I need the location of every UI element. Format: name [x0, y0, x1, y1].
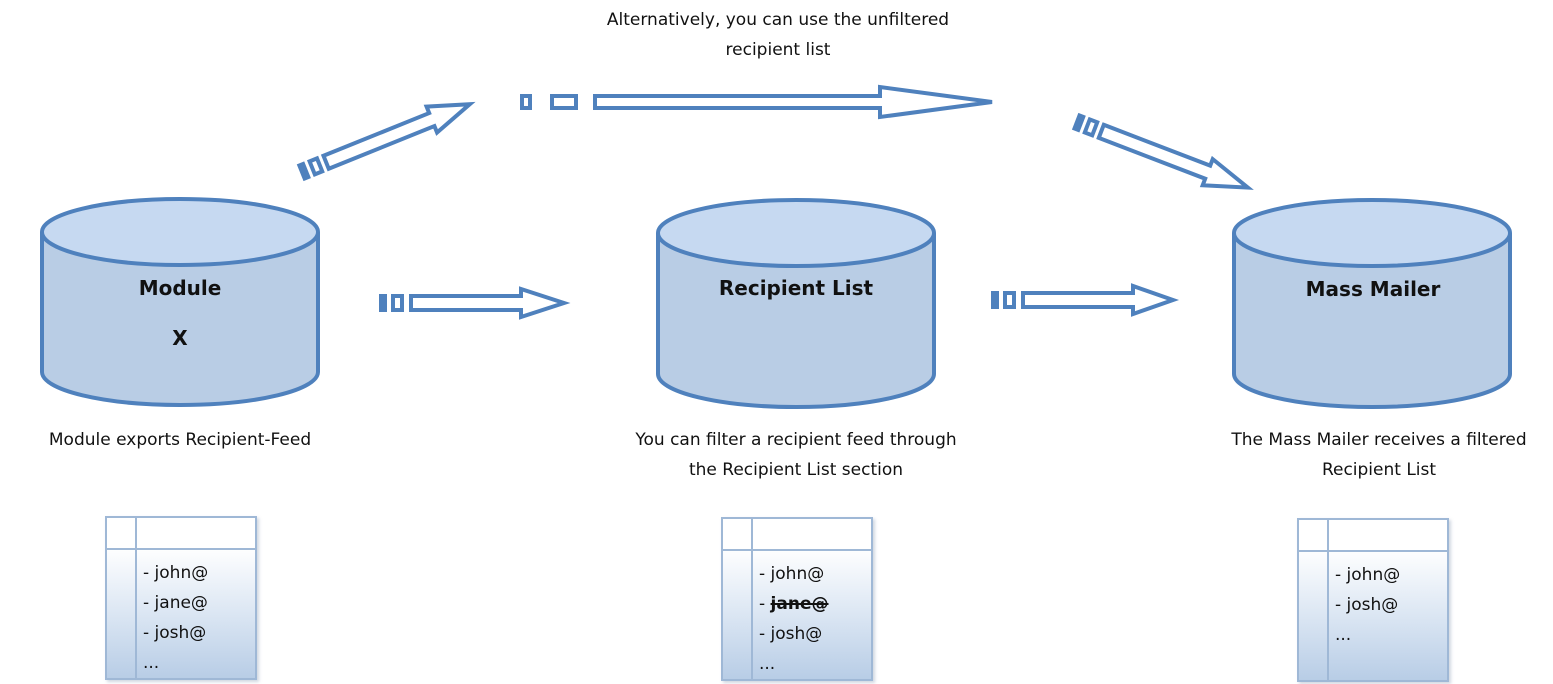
- table-divider: [1327, 520, 1329, 680]
- filtered-recipient-table: - john@- jane@- josh@...: [721, 517, 873, 681]
- module-caption: Module exports Recipient-Feed: [20, 425, 340, 455]
- recipient-email: ...: [143, 653, 160, 673]
- recipient-items: - john@- josh@...: [1335, 560, 1400, 650]
- table-header: [107, 518, 255, 550]
- list-item-prefix: -: [143, 563, 155, 583]
- list-item: ...: [759, 649, 828, 679]
- recipient-list-caption: You can filter a recipient feed through …: [596, 425, 996, 485]
- mass-mailer-recipient-table: - john@- josh@...: [1297, 518, 1449, 682]
- recipient-email: john@: [770, 564, 825, 584]
- module-sublabel: X: [172, 326, 188, 350]
- list-item: ...: [1335, 620, 1400, 650]
- bypass-caption-line-2: recipient list: [725, 40, 831, 60]
- recipient-items: - john@- jane@- josh@...: [143, 558, 208, 678]
- list-item-prefix: -: [759, 594, 771, 614]
- recipient-email: josh@: [1346, 595, 1399, 615]
- table-header: [1299, 520, 1447, 552]
- recipient-feed-table: - john@- jane@- josh@...: [105, 516, 257, 680]
- bypass-caption-line-1: Alternatively, you can use the unfiltere…: [606, 10, 950, 30]
- list-item: - josh@: [1335, 590, 1400, 620]
- list-item: - josh@: [759, 619, 828, 649]
- mass-mailer-caption-line-1: The Mass Mailer receives a filtered: [1231, 430, 1527, 450]
- recipient-email: john@: [154, 563, 209, 583]
- module-label: Module: [138, 276, 222, 300]
- list-item: - jane@: [759, 589, 828, 619]
- recipient-list-caption-line-2: the Recipient List section: [688, 460, 904, 480]
- cylinder-mass-mailer: [1232, 198, 1512, 409]
- list-item-prefix: -: [1335, 595, 1347, 615]
- recipient-email: josh@: [154, 623, 207, 643]
- recipient-email: josh@: [770, 624, 823, 644]
- list-item: - josh@: [143, 618, 208, 648]
- mass-mailer-caption: The Mass Mailer receives a filtered Reci…: [1199, 425, 1553, 485]
- struck-recipient-email: jane@: [770, 594, 829, 614]
- module-caption-line-1: Module exports Recipient-Feed: [48, 430, 312, 450]
- recipient-items: - john@- jane@- josh@...: [759, 559, 828, 679]
- arrow-module-to-recipient-list: [379, 286, 571, 320]
- list-item-prefix: -: [143, 623, 155, 643]
- list-item: - john@: [1335, 560, 1400, 590]
- list-item: - john@: [143, 558, 208, 588]
- mass-mailer-label: Mass Mailer: [1305, 277, 1441, 301]
- arrow-bypass-horizontal: [520, 84, 993, 120]
- recipient-list-label: Recipient List: [718, 276, 874, 300]
- list-item: - john@: [759, 559, 828, 589]
- arrow-module-to-bypass: [296, 101, 476, 182]
- table-header: [723, 519, 871, 551]
- list-item: ...: [143, 648, 208, 678]
- arrow-bypass-to-mass-mailer: [1071, 112, 1254, 190]
- cylinder-module: [40, 197, 320, 407]
- list-item: - jane@: [143, 588, 208, 618]
- recipient-list-caption-line-1: You can filter a recipient feed through: [635, 430, 957, 450]
- list-item-prefix: -: [1335, 565, 1347, 585]
- mass-mailer-caption-line-2: Recipient List: [1321, 460, 1437, 480]
- list-item-prefix: -: [759, 624, 771, 644]
- cylinder-recipient-list: [656, 198, 936, 409]
- arrow-recipient-list-to-mass-mailer: [991, 283, 1180, 317]
- recipient-email: ...: [759, 654, 776, 674]
- list-item-prefix: -: [759, 564, 771, 584]
- recipient-email: jane@: [154, 593, 208, 613]
- bypass-caption: Alternatively, you can use the unfiltere…: [578, 5, 978, 65]
- recipient-email: ...: [1335, 625, 1352, 645]
- table-divider: [135, 518, 137, 678]
- list-item-prefix: -: [143, 593, 155, 613]
- table-divider: [751, 519, 753, 679]
- recipient-email: john@: [1346, 565, 1401, 585]
